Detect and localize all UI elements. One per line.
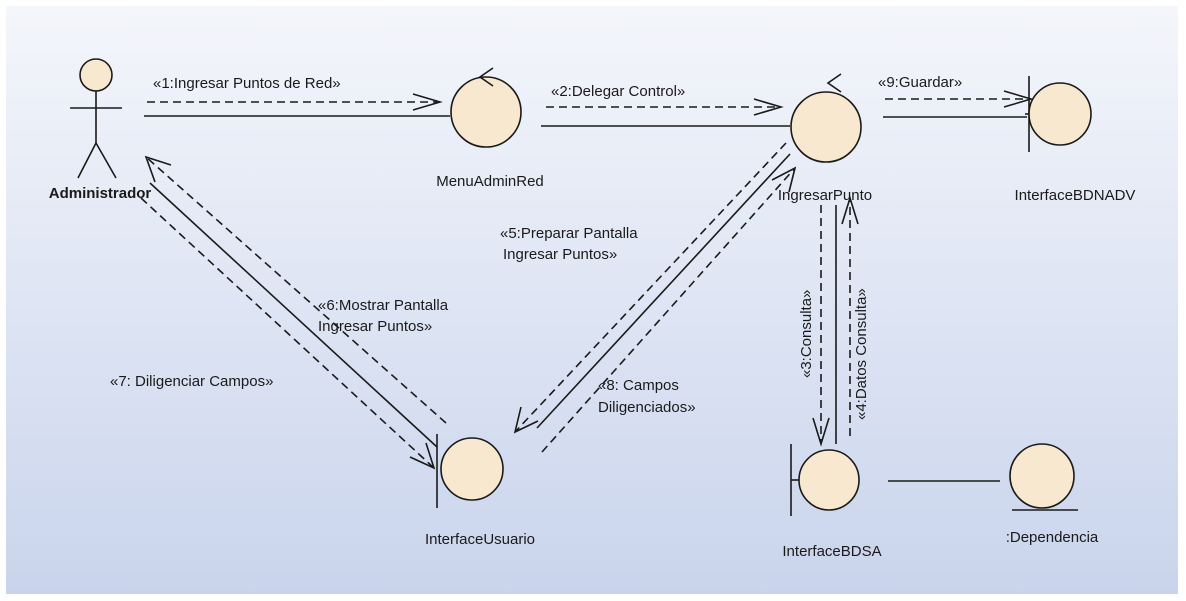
message-1-label: «1:Ingresar Puntos de Red» <box>153 75 341 92</box>
interface-bdsa-label: InterfaceBDSA <box>782 543 881 560</box>
actor-administrador-label: Administrador <box>49 185 152 202</box>
control-menu-admin-red[interactable] <box>450 67 522 148</box>
boundary-interface-bdsa[interactable] <box>790 444 860 516</box>
message-3-label: «3:Consulta» <box>798 290 815 378</box>
message-6-label-line2: Ingresar Puntos» <box>318 318 432 335</box>
message-9-label: «9:Guardar» <box>878 74 962 91</box>
interface-usuario-label: InterfaceUsuario <box>425 531 535 548</box>
control-ingresar-punto[interactable] <box>790 73 862 163</box>
message-9-arrow <box>885 90 1034 108</box>
actor-right-leg <box>95 142 117 179</box>
entity-dependencia[interactable] <box>1009 443 1078 511</box>
actor-left-leg <box>77 142 97 179</box>
link-interfaceusuario-ingresarpunto <box>536 153 791 429</box>
message-3-arrow <box>812 205 830 447</box>
message-6-label-line1: «6:Mostrar Pantalla <box>318 297 449 314</box>
menu-admin-red-label: MenuAdminRed <box>436 173 544 190</box>
diagram-background <box>6 6 1178 594</box>
control-arrow-icon <box>826 73 842 93</box>
message-5-label-line2: Ingresar Puntos» <box>503 246 617 263</box>
dependencia-label: :Dependencia <box>1006 529 1099 546</box>
boundary-circle <box>440 437 504 501</box>
boundary-circle <box>798 449 860 511</box>
message-4-arrow <box>841 195 859 436</box>
entity-circle <box>1009 443 1075 509</box>
message-6-arrow <box>144 155 447 424</box>
ingresar-punto-label: IngresarPunto <box>778 187 872 204</box>
message-5-arrow <box>513 142 787 434</box>
message-7-label: «7: Diligenciar Campos» <box>110 373 273 390</box>
link-administrador-interfaceusuario <box>149 182 438 448</box>
control-circle <box>790 91 862 163</box>
message-8-label-line2: Diligenciados» <box>598 399 696 416</box>
message-8-label-line1: «8: Campos <box>598 377 679 394</box>
boundary-interface-bdnadv[interactable] <box>1025 76 1092 152</box>
control-circle <box>450 76 522 148</box>
message-8-arrow <box>541 166 797 453</box>
interface-bdnadv-label: InterfaceBDNADV <box>1015 187 1136 204</box>
message-7-arrow <box>140 197 436 470</box>
control-arrow-icon <box>478 67 494 87</box>
message-4-label: «4:Datos Consulta» <box>853 288 870 420</box>
message-5-label-line1: «5:Preparar Pantalla <box>500 225 638 242</box>
message-1-arrow <box>147 93 443 111</box>
message-2-label: «2:Delegar Control» <box>551 83 685 100</box>
actor-head <box>79 58 113 92</box>
message-2-arrow <box>546 98 784 116</box>
actor-administrador[interactable] <box>70 58 122 179</box>
boundary-circle <box>1028 82 1092 146</box>
